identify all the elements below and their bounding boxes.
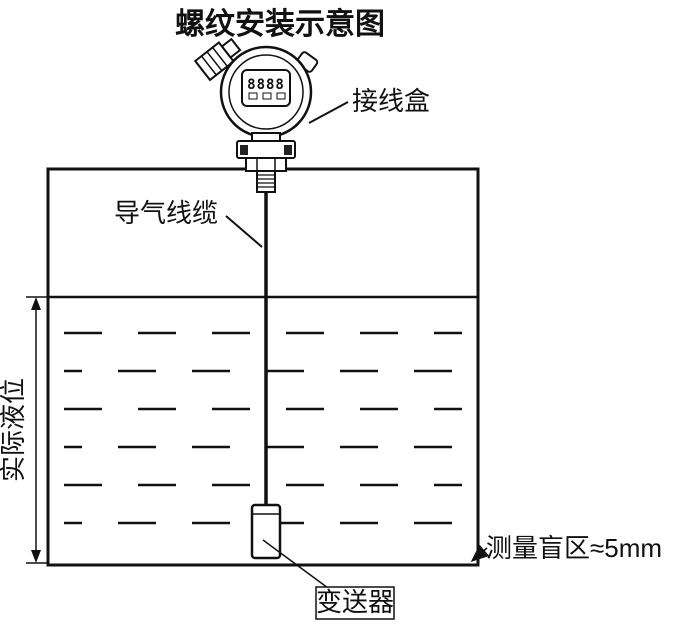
- dimension-arrow-down: [31, 550, 41, 563]
- display-tick: [276, 92, 286, 100]
- head-neck: [251, 132, 281, 142]
- flange-bolt: [240, 145, 248, 155]
- transmitter-label: 变送器: [316, 587, 394, 617]
- blind-zone-leader: [470, 544, 490, 562]
- transmitter-label-box: [315, 586, 395, 620]
- display-tick: [262, 92, 272, 100]
- cable-gland: [193, 37, 242, 82]
- hex-nut: [245, 157, 287, 172]
- blind-zone-label: 测量盲区≈5mm: [486, 533, 662, 563]
- junction-box-leader: [308, 101, 349, 124]
- level-dimension: [26, 296, 48, 564]
- display-tick: [248, 92, 258, 100]
- air-cable-leader: [225, 215, 263, 248]
- junction-box-label: 接线盒: [352, 86, 430, 116]
- transmitter-leader: [262, 539, 329, 589]
- actual-level-label: 实际液位: [0, 378, 28, 482]
- air-cable-label: 导气线缆: [114, 198, 218, 228]
- flange-bolt: [284, 145, 292, 155]
- display-digits: 8888: [247, 77, 285, 93]
- probe-body: [250, 503, 282, 560]
- transmitter-head: 8888: [193, 37, 319, 193]
- display-window: [241, 69, 291, 107]
- liquid-dashes: [64, 331, 462, 525]
- page-title: 螺纹安装示意图: [175, 7, 385, 41]
- thread-section: [256, 170, 276, 193]
- dimension-arrow-up: [31, 297, 41, 310]
- head-housing-inner: [228, 54, 304, 130]
